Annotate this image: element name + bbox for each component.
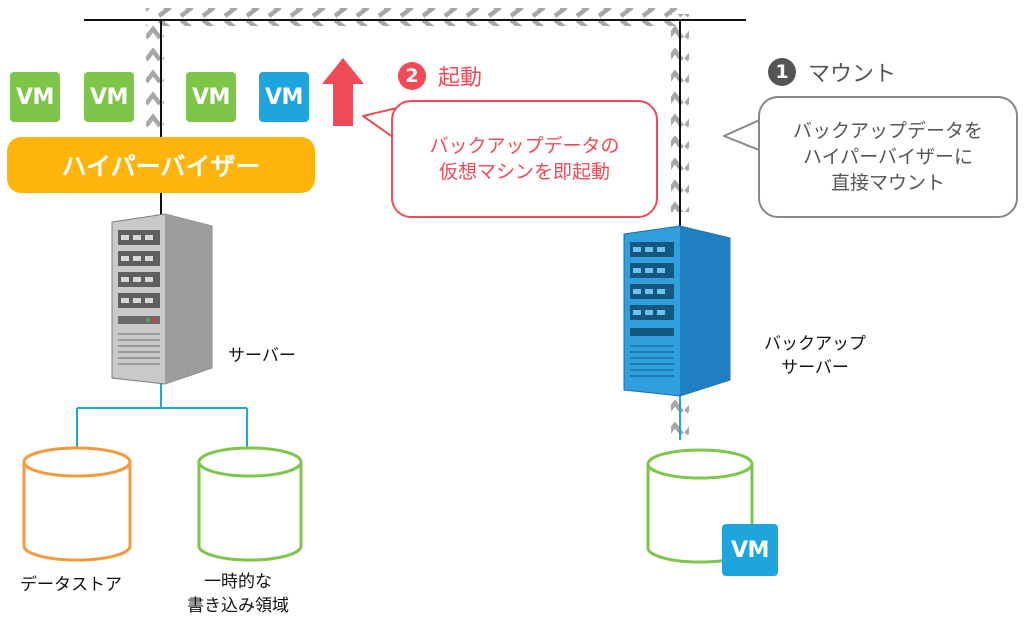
- vm-label: VM: [16, 84, 54, 110]
- hypervisor-bar[interactable]: ハイパーバイザー: [7, 137, 315, 193]
- backup-server-label: バックアップ サーバー: [764, 334, 866, 378]
- vm-label: VM: [90, 84, 128, 110]
- boot-callout-text: バックアップデータの 仮想マシンを即起動: [429, 134, 620, 183]
- server-tower-blue-icon: [623, 225, 731, 397]
- step-label: 起動: [438, 66, 483, 91]
- vm-box-booted[interactable]: VM: [259, 72, 309, 122]
- vm-box-3[interactable]: VM: [186, 72, 236, 122]
- mount-callout: バックアップデータを ハイパーバイザーに 直接マウント: [758, 96, 1018, 218]
- boot-callout: バックアップデータの 仮想マシンを即起動: [391, 100, 658, 218]
- server-label: サーバー: [228, 346, 296, 366]
- write-area-label: 一時的な 書き込み領域: [187, 572, 289, 616]
- database-green-icon: [197, 446, 303, 562]
- step-number-badge: 1: [768, 58, 796, 86]
- vm-label: VM: [192, 84, 230, 110]
- mount-callout-text: バックアップデータを ハイパーバイザーに 直接マウント: [792, 119, 983, 195]
- vm-label: VM: [731, 537, 769, 563]
- database-orange-icon: [22, 446, 132, 562]
- vm-label: VM: [265, 84, 303, 110]
- step-boot: 2 起動: [398, 60, 482, 92]
- hypervisor-label: ハイパーバイザー: [61, 152, 261, 181]
- step-mount: 1 マウント: [768, 56, 896, 88]
- datastore-label: データストア: [20, 575, 122, 595]
- backup-vm-box[interactable]: VM: [722, 524, 778, 576]
- arrow-up-icon: [322, 58, 364, 126]
- step-label: マウント: [808, 62, 897, 87]
- storage-links: [76, 384, 681, 452]
- step-number-badge: 2: [398, 62, 426, 90]
- server-tower-gray-icon: [111, 213, 213, 385]
- vm-box-2[interactable]: VM: [84, 72, 134, 122]
- vm-box-1[interactable]: VM: [10, 72, 60, 122]
